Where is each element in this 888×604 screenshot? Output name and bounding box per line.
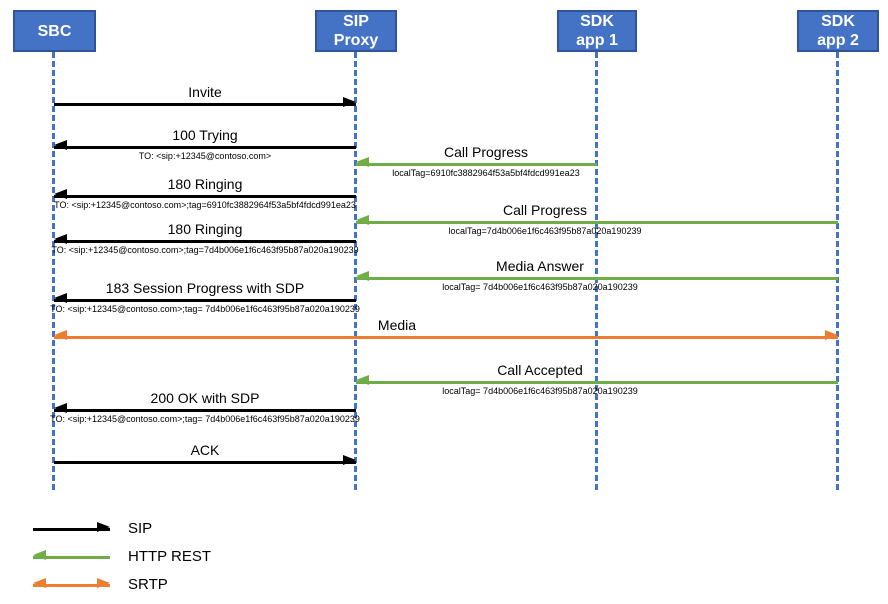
actor-label: SBC xyxy=(37,22,72,40)
message-line xyxy=(54,460,356,464)
lifeline-sdk-app-1 xyxy=(595,52,598,490)
message-line xyxy=(54,298,356,302)
legend-label: SIP xyxy=(128,520,153,537)
message-arrowhead-left xyxy=(356,375,369,385)
message-label: Media Answer xyxy=(496,258,584,274)
actor-label: SDK xyxy=(580,13,614,30)
message-line xyxy=(356,380,838,384)
message-line xyxy=(54,102,356,106)
message-sublabel: localTag=7d4b006e1f6c463f95b87a020a19023… xyxy=(448,226,642,236)
message-sublabel: TO: <sip:+12345@contoso.com> xyxy=(138,151,272,161)
message-label: Media xyxy=(377,317,417,333)
actor-box-sbc: SBC xyxy=(13,10,96,52)
message-sublabel: localTag=6910fc3882964f53a5bf4fdcd991ea2… xyxy=(392,168,580,178)
actor-label: SIP xyxy=(343,13,369,30)
message-label: 180 Ringing xyxy=(167,221,243,237)
message-sublabel: TO: <sip:+12345@contoso.com>;tag= 7d4b00… xyxy=(50,414,360,424)
message-label: 200 OK with SDP xyxy=(150,390,260,406)
legend-line xyxy=(33,583,110,587)
message-arrowhead-left xyxy=(54,234,67,244)
legend-arrowhead-left xyxy=(33,578,46,588)
message-sublabel: TO: <sip:+12345@contoso.com>;tag= 7d4b00… xyxy=(50,304,360,314)
message-sublabel: TO: <sip:+12345@contoso.com>;tag=6910fc3… xyxy=(54,200,356,210)
message-line xyxy=(54,145,356,149)
message-arrowhead-right xyxy=(825,330,838,340)
message-label: Call Accepted xyxy=(497,362,583,378)
message-arrowhead-left xyxy=(356,157,369,167)
message-line xyxy=(54,335,838,339)
message-label: 180 Ringing xyxy=(167,176,243,192)
legend-line xyxy=(33,555,110,559)
actor-label: Proxy xyxy=(333,32,379,49)
message-sublabel: localTag= 7d4b006e1f6c463f95b87a020a1902… xyxy=(442,386,638,396)
message-arrowhead-left xyxy=(54,189,67,199)
message-line xyxy=(54,194,356,198)
message-arrowhead-left xyxy=(54,330,67,340)
legend-arrowhead-right xyxy=(97,522,110,532)
message-arrowhead-left xyxy=(54,293,67,303)
message-line xyxy=(54,239,356,243)
message-label: ACK xyxy=(190,442,220,458)
actor-label: app 2 xyxy=(817,32,859,49)
message-arrowhead-left xyxy=(54,140,67,150)
message-label: Call Progress xyxy=(502,202,588,218)
message-line xyxy=(356,220,838,224)
message-sublabel: localTag= 7d4b006e1f6c463f95b87a020a1902… xyxy=(442,282,638,292)
legend-label: HTTP REST xyxy=(128,548,212,565)
lifeline-sip-proxy xyxy=(354,52,357,490)
message-arrowhead-right xyxy=(343,455,356,465)
legend-arrowhead-right xyxy=(97,578,110,588)
legend-line xyxy=(33,527,110,531)
actor-label: SDK xyxy=(821,13,855,30)
actor-label: app 1 xyxy=(576,32,618,49)
actor-box-sip-proxy: SIP Proxy xyxy=(315,10,397,52)
message-arrowhead-left xyxy=(356,215,369,225)
message-line xyxy=(356,276,838,280)
message-arrowhead-left xyxy=(356,271,369,281)
message-label: 183 Session Progress with SDP xyxy=(105,280,305,296)
message-arrowhead-left xyxy=(54,403,67,413)
message-label: Call Progress xyxy=(443,144,529,160)
lifeline-sdk-app-2 xyxy=(836,52,839,490)
message-line xyxy=(54,408,356,412)
legend-label: SRTP xyxy=(128,576,168,593)
message-line xyxy=(356,162,597,166)
message-sublabel: TO: <sip:+12345@contoso.com>;tag=7d4b006… xyxy=(51,245,359,255)
message-arrowhead-right xyxy=(343,97,356,107)
message-label: 100 Trying xyxy=(172,127,238,143)
message-label: Invite xyxy=(188,84,222,100)
actor-box-sdk-app-1: SDK app 1 xyxy=(557,10,637,52)
legend-arrowhead-left xyxy=(33,550,46,560)
actor-box-sdk-app-2: SDK app 2 xyxy=(797,10,879,52)
lifeline-sbc xyxy=(52,52,55,490)
